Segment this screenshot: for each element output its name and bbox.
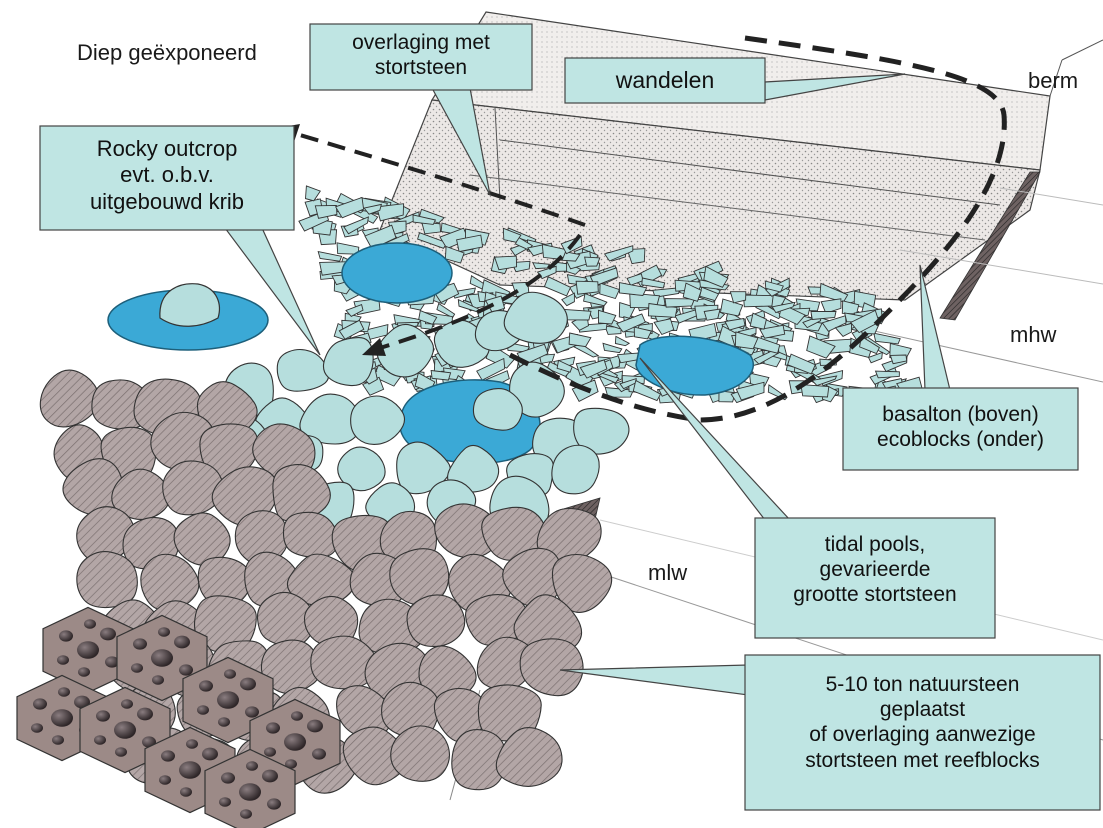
gray-boulder <box>407 595 465 647</box>
armour-stone <box>585 257 600 266</box>
armour-stone <box>306 186 321 201</box>
gray-boulder <box>40 370 99 427</box>
light-boulder <box>323 338 373 386</box>
light-boulder <box>351 396 405 444</box>
label-diep-geexponeerd: Diep geëxponeerd <box>77 40 257 66</box>
armour-stone <box>876 371 900 378</box>
armour-stone <box>665 299 695 308</box>
leader-natuursteen <box>560 665 748 695</box>
light-boulder <box>277 349 328 391</box>
armour-stone <box>495 256 517 270</box>
armour-stone <box>615 336 629 345</box>
callout-wandelen-text: wandelen <box>565 67 765 95</box>
armour-stone <box>869 352 883 362</box>
callout-rocky-text: Rocky outcrop evt. o.b.v. uitgebouwd kri… <box>40 136 294 215</box>
armour-stone <box>704 309 720 320</box>
armour-stone <box>811 311 836 319</box>
armour-stone <box>564 309 591 320</box>
armour-stone <box>315 205 337 218</box>
callout-basalton-text: basalton (boven) ecoblocks (onder) <box>843 402 1078 452</box>
callout-natuursteen-text: 5-10 ton natuursteen geplaatst of overla… <box>745 672 1100 773</box>
armour-stone <box>744 295 774 307</box>
armour-stone <box>576 281 598 294</box>
armour-stone <box>569 333 591 347</box>
leader-basalton <box>920 265 950 390</box>
callout-tidal-text: tidal pools, gevarieerde grootte stortst… <box>755 532 995 608</box>
armour-stone <box>874 333 900 344</box>
label-berm: berm <box>1028 68 1078 94</box>
gray-boulder <box>77 552 138 608</box>
armour-stone <box>801 385 829 397</box>
label-mlw: mlw <box>648 560 687 586</box>
tidal-pool-upper <box>342 243 452 303</box>
label-mhw: mhw <box>1010 322 1056 348</box>
callout-overlaging-text: overlaging met stortsteen <box>310 30 532 80</box>
gray-boulder <box>520 639 583 696</box>
gray-boulder <box>163 461 223 515</box>
